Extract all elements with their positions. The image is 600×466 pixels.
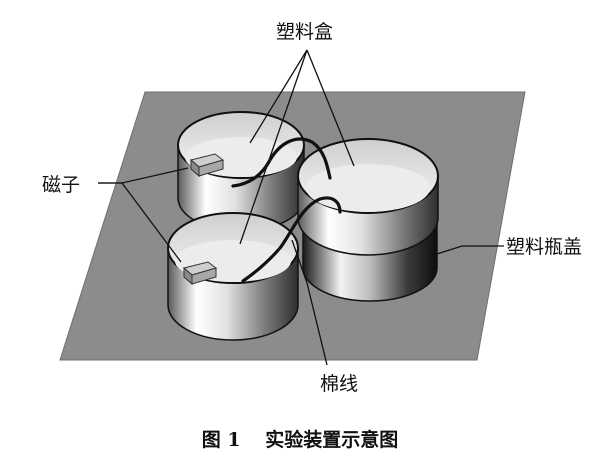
label-bottle-cap: 塑料瓶盖 <box>506 236 582 258</box>
plastic-box-bottom <box>167 212 299 341</box>
cotton-thread-a <box>231 137 332 188</box>
label-cotton-thread: 棉线 <box>320 373 358 395</box>
figure-caption: 图 1 实验装置示意图 <box>202 428 398 451</box>
leader-lines <box>98 49 504 366</box>
magnet-top <box>189 153 225 178</box>
label-magnet: 磁子 <box>42 174 80 196</box>
plastic-box-right <box>297 138 439 302</box>
label-plastic-box: 塑料盒 <box>276 21 333 43</box>
magnet-bottom <box>182 261 218 286</box>
figure-number: 图 1 <box>202 429 241 451</box>
cotton-thread-b <box>241 196 342 283</box>
figure-title: 实验装置示意图 <box>265 428 398 451</box>
